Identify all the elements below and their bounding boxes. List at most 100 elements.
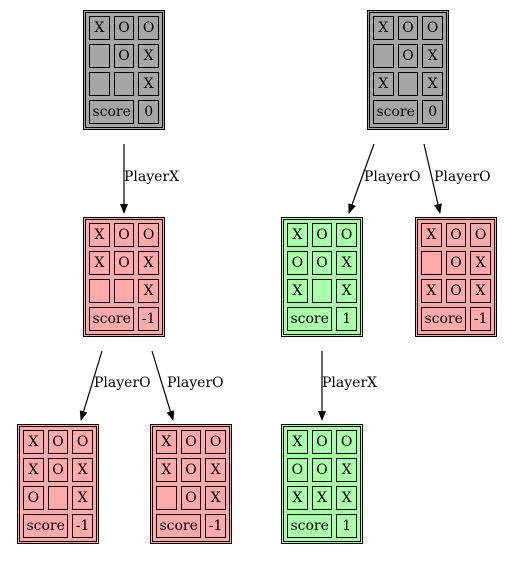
board-cell: O — [180, 458, 202, 482]
board-cell: O — [47, 458, 69, 482]
edge-arrow — [348, 143, 375, 214]
board-cell: X — [72, 458, 93, 482]
board-cell: O — [180, 430, 202, 454]
board-cell — [421, 251, 442, 275]
board-cell: X — [138, 72, 159, 96]
board-cell: X — [156, 430, 177, 454]
board-cell: O — [336, 223, 357, 247]
board-cell: O — [311, 458, 333, 482]
board-cell: X — [205, 458, 226, 482]
score-label: score — [287, 514, 333, 538]
board-cell: X — [89, 16, 110, 40]
board-cell: O — [72, 430, 93, 454]
score-label: score — [89, 100, 135, 124]
board-cell: X — [23, 458, 44, 482]
board-cell: X — [89, 251, 110, 275]
score-label: score — [421, 307, 467, 331]
board-cell: O — [180, 486, 202, 510]
board-cell: X — [138, 44, 159, 68]
board-cell: X — [373, 72, 394, 96]
board-cell: O — [113, 223, 135, 247]
board-cell: O — [397, 16, 419, 40]
score-label: score — [156, 514, 202, 538]
score-value: 0 — [138, 100, 159, 124]
board-cell: O — [397, 44, 419, 68]
board-cell: O — [23, 486, 44, 510]
board-cell: O — [445, 223, 467, 247]
board-cell: X — [138, 251, 159, 275]
board-cell: X — [422, 72, 443, 96]
board-cell — [89, 72, 110, 96]
board-cell: O — [138, 16, 159, 40]
board-cell: O — [287, 251, 308, 275]
edge-label: PlayerO — [434, 169, 491, 185]
edge-arrow — [423, 143, 442, 214]
edge-label: PlayerO — [94, 375, 151, 391]
board-cell: X — [421, 279, 442, 303]
score-value: -1 — [72, 514, 93, 538]
score-value: -1 — [470, 307, 491, 331]
board-cell: X — [336, 486, 357, 510]
board-cell: O — [445, 279, 467, 303]
board-cell: X — [287, 430, 308, 454]
board-cell: X — [287, 223, 308, 247]
board-cell: X — [421, 223, 442, 247]
score-label: score — [287, 307, 333, 331]
board-cell: X — [287, 486, 308, 510]
board-cell: X — [205, 486, 226, 510]
edge-label: PlayerO — [364, 169, 421, 185]
board-cell: O — [113, 16, 135, 40]
board-cell — [311, 279, 333, 303]
score-value: 1 — [336, 307, 357, 331]
edge-label: PlayerO — [167, 375, 224, 391]
board-cell: O — [113, 44, 135, 68]
edge-label: PlayerX — [124, 169, 180, 185]
board-cell — [113, 279, 135, 303]
board-cell: O — [311, 430, 333, 454]
board-cell: O — [138, 223, 159, 247]
board-cell: O — [470, 223, 491, 247]
board-cell — [397, 72, 419, 96]
score-value: 0 — [422, 100, 443, 124]
board-cell: O — [287, 458, 308, 482]
edge-arrow — [79, 350, 103, 421]
board-cell: O — [445, 251, 467, 275]
edge-label: PlayerX — [322, 375, 378, 391]
board-cell: X — [336, 251, 357, 275]
score-label: score — [89, 307, 135, 331]
board-cell: X — [373, 16, 394, 40]
board-cell: X — [287, 279, 308, 303]
board-cell — [156, 486, 177, 510]
board-cell: X — [470, 279, 491, 303]
board-cell — [89, 279, 110, 303]
score-label: score — [23, 514, 69, 538]
board-cell: X — [470, 251, 491, 275]
board-cell: X — [23, 430, 44, 454]
board-cell: X — [89, 223, 110, 247]
edge-arrow — [151, 350, 175, 421]
board-cell: O — [311, 251, 333, 275]
board-cell: O — [205, 430, 226, 454]
board-cell: O — [311, 223, 333, 247]
board-cell: O — [113, 251, 135, 275]
score-value: -1 — [138, 307, 159, 331]
board-cell: X — [311, 486, 333, 510]
board-cell — [47, 486, 69, 510]
score-value: 1 — [336, 514, 357, 538]
board-cell: X — [336, 458, 357, 482]
board-cell: X — [156, 458, 177, 482]
